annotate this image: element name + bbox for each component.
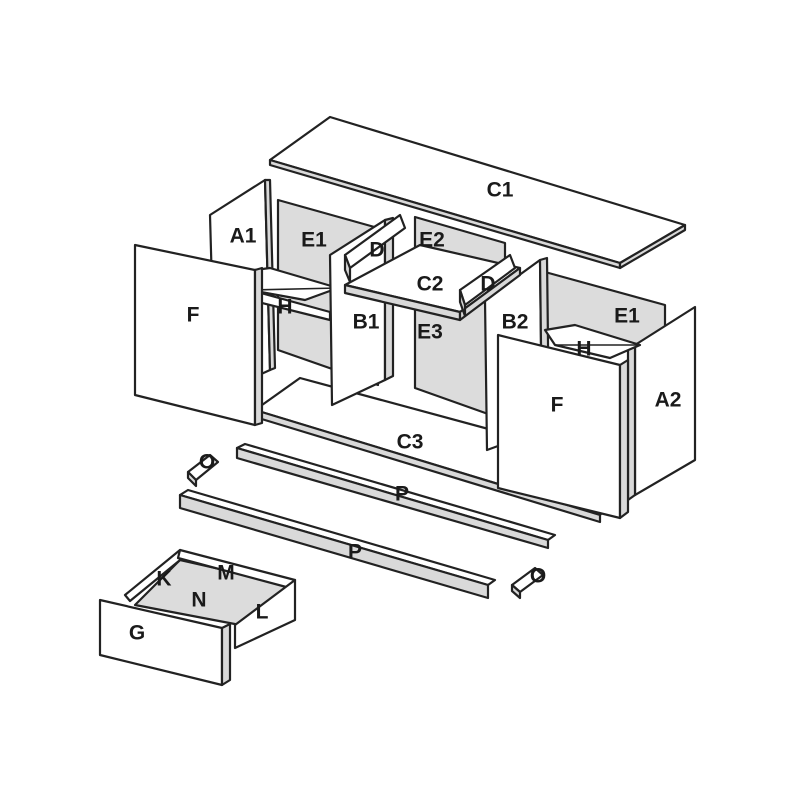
label-e2: E2 xyxy=(419,229,445,252)
connector-block-o-left xyxy=(186,453,220,488)
label-f-right: F xyxy=(551,394,564,417)
label-e1-left: E1 xyxy=(301,229,327,252)
label-k: K xyxy=(156,568,171,591)
label-o-right: O xyxy=(530,565,546,588)
label-o-left: O xyxy=(199,451,215,474)
label-d-right: D xyxy=(480,273,495,296)
label-d-left: D xyxy=(369,239,384,262)
label-g: G xyxy=(129,622,145,645)
shelf-h-right xyxy=(543,323,642,360)
label-h-right: H xyxy=(576,338,591,361)
label-b1: B1 xyxy=(353,311,380,334)
top-panel-c1 xyxy=(268,115,687,270)
part-labels: C1 A1 E1 D E2 C2 D F H B1 E3 B2 E1 H F A… xyxy=(129,179,682,645)
label-b2: B2 xyxy=(502,311,529,334)
divider-b1 xyxy=(328,216,395,407)
drawer-rail-d-right xyxy=(458,253,517,318)
door-f-left xyxy=(133,243,264,427)
label-h-left: H xyxy=(277,296,292,319)
side-panel-a2 xyxy=(626,305,697,502)
label-p-lower: P xyxy=(348,541,362,564)
label-m: M xyxy=(217,562,235,585)
plinth-rail-p-lower xyxy=(178,488,497,600)
label-a2: A2 xyxy=(655,389,682,412)
plinth-rail-p-upper xyxy=(235,442,557,550)
label-l: L xyxy=(256,601,269,624)
label-n: N xyxy=(191,589,206,612)
label-a1: A1 xyxy=(230,225,257,248)
drawer-rail-d-left xyxy=(343,213,407,284)
connector-block-o-right xyxy=(510,566,545,600)
label-e1-right: E1 xyxy=(614,305,640,328)
label-c3: C3 xyxy=(397,431,424,454)
label-f-left: F xyxy=(187,304,200,327)
label-c2: C2 xyxy=(417,273,444,296)
label-e3: E3 xyxy=(417,321,443,344)
door-f-right xyxy=(496,333,630,520)
drawer-assembly xyxy=(98,548,297,687)
label-c1: C1 xyxy=(487,179,514,202)
label-p-upper: P xyxy=(395,483,409,506)
